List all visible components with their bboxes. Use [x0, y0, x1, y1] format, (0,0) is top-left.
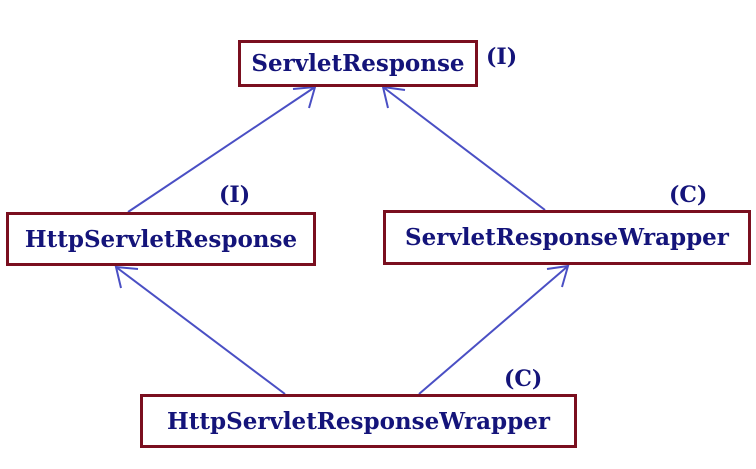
- node-label: ServletResponse: [251, 50, 465, 77]
- node-servlet-response: ServletResponse: [238, 40, 478, 87]
- node-label: HttpServletResponse: [24, 225, 298, 253]
- interface-tag: (I): [219, 182, 251, 208]
- class-tag: (C): [504, 366, 543, 392]
- node-servlet-response-wrapper: ServletResponseWrapper: [383, 210, 751, 265]
- arrow-http-servlet-response-wrapper-to-http-servlet-response: [114, 265, 286, 395]
- node-http-servlet-response-wrapper: HttpServletResponseWrapper: [140, 394, 577, 448]
- node-http-servlet-response: HttpServletResponse: [6, 212, 316, 266]
- node-label: ServletResponseWrapper: [405, 224, 729, 251]
- interface-tag: (I): [486, 44, 518, 70]
- node-label: HttpServletResponseWrapper: [167, 407, 550, 435]
- arrow-http-servlet-response-wrapper-to-servlet-response-wrapper: [418, 264, 570, 395]
- class-tag: (C): [669, 182, 708, 208]
- arrow-servlet-response-wrapper-to-servlet-response: [381, 85, 546, 211]
- arrow-http-servlet-response-to-servlet-response: [127, 85, 317, 213]
